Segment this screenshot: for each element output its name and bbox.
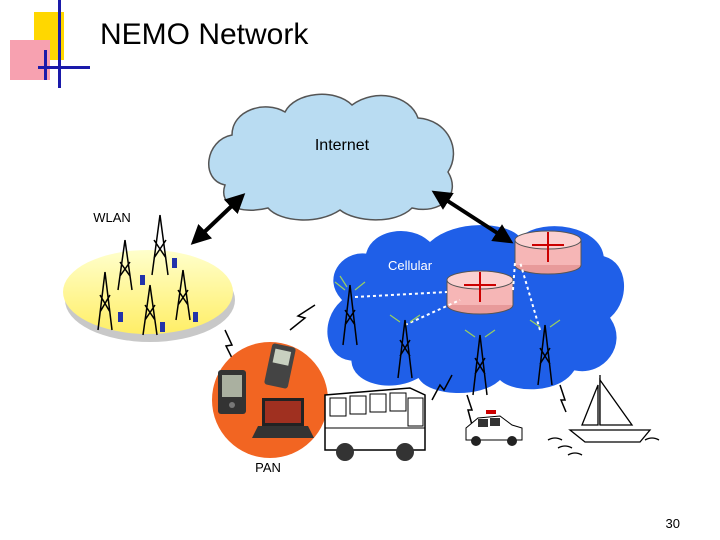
- cellular-links: [354, 261, 541, 331]
- boat-icon: [547, 375, 660, 456]
- wireless-link-icon: [224, 304, 567, 426]
- bus-icon: [324, 387, 426, 461]
- laptop-icon: [252, 398, 314, 438]
- page-title: NEMO Network: [100, 18, 309, 51]
- page-number: 30: [666, 516, 680, 531]
- wlan-area: [63, 250, 235, 342]
- signal-icon: [334, 275, 561, 338]
- car-icon: [465, 410, 523, 446]
- router-icon: [514, 230, 582, 275]
- antenna-tower-icon: [97, 214, 191, 336]
- internet-label: Internet: [315, 137, 370, 154]
- pda-icon: [218, 370, 246, 414]
- wlan-device-icon: [118, 258, 198, 332]
- slide-logo: [10, 0, 90, 88]
- internet-cellular-link: [431, 190, 514, 244]
- antenna-tower-icon: [342, 284, 553, 396]
- pan-label: PAN: [255, 460, 281, 475]
- wlan-internet-link: [190, 193, 246, 245]
- wlan-label: WLAN: [93, 210, 131, 225]
- internet-cloud: [208, 93, 455, 221]
- router-icon: [446, 270, 514, 315]
- phone-icon: [264, 343, 296, 389]
- cellular-label: Cellular: [388, 258, 433, 273]
